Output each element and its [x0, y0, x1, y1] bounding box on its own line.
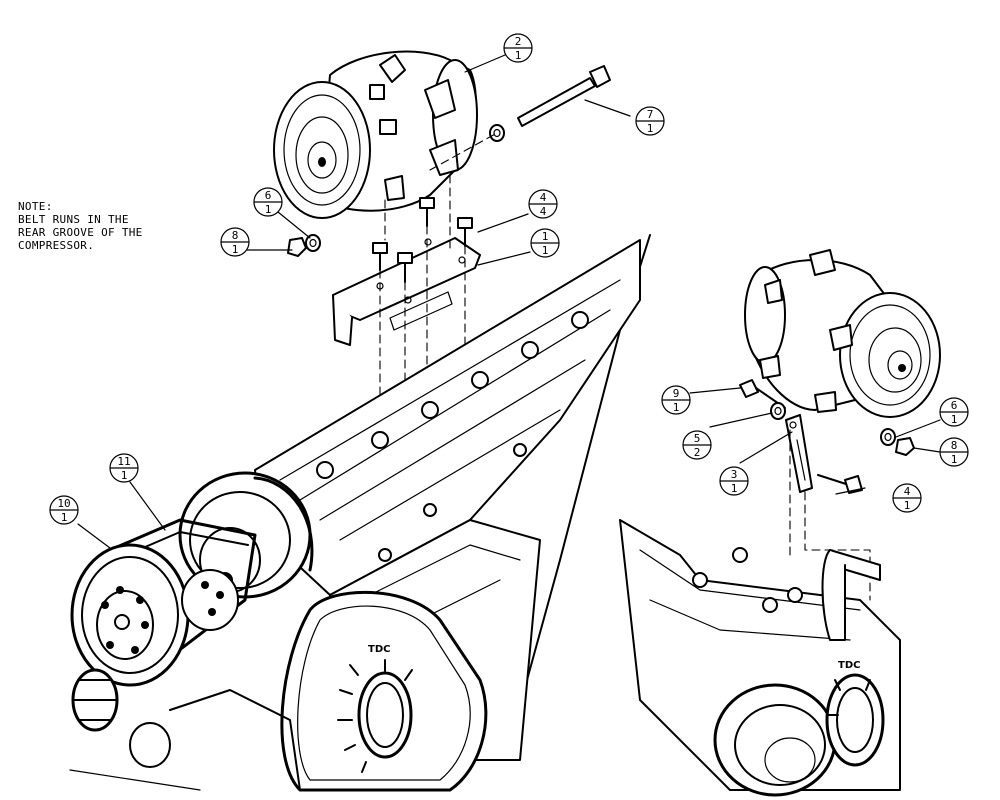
- tdc-label-main: TDC: [368, 644, 390, 655]
- leader-lines: [77, 54, 941, 549]
- callout-10: 10 1: [49, 495, 79, 525]
- note-line-4: COMPRESSOR.: [18, 239, 94, 252]
- note-line-1: NOTE:: [18, 200, 53, 213]
- callout-9-num: 9: [673, 387, 680, 400]
- callout-8a-num: 8: [232, 229, 239, 242]
- callout-6a: 6 1: [253, 187, 283, 217]
- callout-8b-qty: 1: [951, 453, 958, 466]
- long-bolt: [489, 65, 611, 142]
- callout-6a-num: 6: [265, 189, 272, 202]
- callout-5: 5 2: [682, 430, 712, 460]
- callout-1: 1 1: [530, 228, 560, 258]
- callout-4a: 4 4: [528, 189, 558, 219]
- compressor-inset: [744, 249, 941, 418]
- callout-3: 3 1: [719, 466, 749, 496]
- callout-6b: 6 1: [939, 397, 969, 427]
- callout-9: 9 1: [661, 385, 691, 415]
- callout-5-num: 5: [694, 432, 701, 445]
- callout-8a-qty: 1: [232, 243, 239, 256]
- callout-2: 2 1: [503, 33, 533, 63]
- callout-1-num: 1: [542, 230, 549, 243]
- callout-10-num: 10: [57, 497, 70, 510]
- callout-8b-num: 8: [951, 439, 958, 452]
- callout-4b: 4 1: [892, 483, 922, 513]
- callout-8b: 8 1: [939, 437, 969, 467]
- bracket-bolts: [372, 197, 473, 283]
- callout-4b-qty: 1: [904, 499, 911, 512]
- callout-8a: 8 1: [220, 227, 250, 257]
- note-line-3: REAR GROOVE OF THE: [18, 226, 143, 239]
- mounting-bracket: [332, 237, 481, 346]
- pulley-system: [69, 471, 314, 791]
- callout-6b-qty: 1: [951, 413, 958, 426]
- tdc-label-inset: TDC: [838, 660, 860, 671]
- callout-6a-qty: 1: [265, 203, 272, 216]
- callout-9-qty: 1: [673, 401, 680, 414]
- callout-6b-num: 6: [951, 399, 958, 412]
- callout-3-qty: 1: [731, 482, 738, 495]
- callout-11-qty: 1: [121, 469, 128, 482]
- callout-4a-num: 4: [540, 191, 547, 204]
- nut-washer-main: [287, 234, 321, 257]
- callout-5-qty: 2: [694, 446, 701, 459]
- callout-1-qty: 1: [542, 244, 549, 257]
- note-line-2: BELT RUNS IN THE: [18, 213, 129, 226]
- callout-11-num: 11: [117, 455, 130, 468]
- assembly-note: NOTE: BELT RUNS IN THE REAR GROOVE OF TH…: [18, 200, 143, 252]
- callout-2-qty: 1: [515, 49, 522, 62]
- timing-cover-main: TDC: [280, 590, 488, 792]
- callout-11: 11 1: [109, 453, 139, 483]
- callout-4a-qty: 4: [540, 205, 547, 218]
- callout-3-num: 3: [731, 468, 738, 481]
- callout-7: 7 1: [635, 106, 665, 136]
- callout-7-qty: 1: [647, 122, 654, 135]
- callout-7-num: 7: [647, 108, 654, 121]
- callout-2-num: 2: [515, 35, 522, 48]
- callout-10-qty: 1: [61, 511, 68, 524]
- callout-4b-num: 4: [904, 485, 911, 498]
- engine-block-inset: TDC: [619, 519, 901, 797]
- compressor-main: [273, 50, 478, 219]
